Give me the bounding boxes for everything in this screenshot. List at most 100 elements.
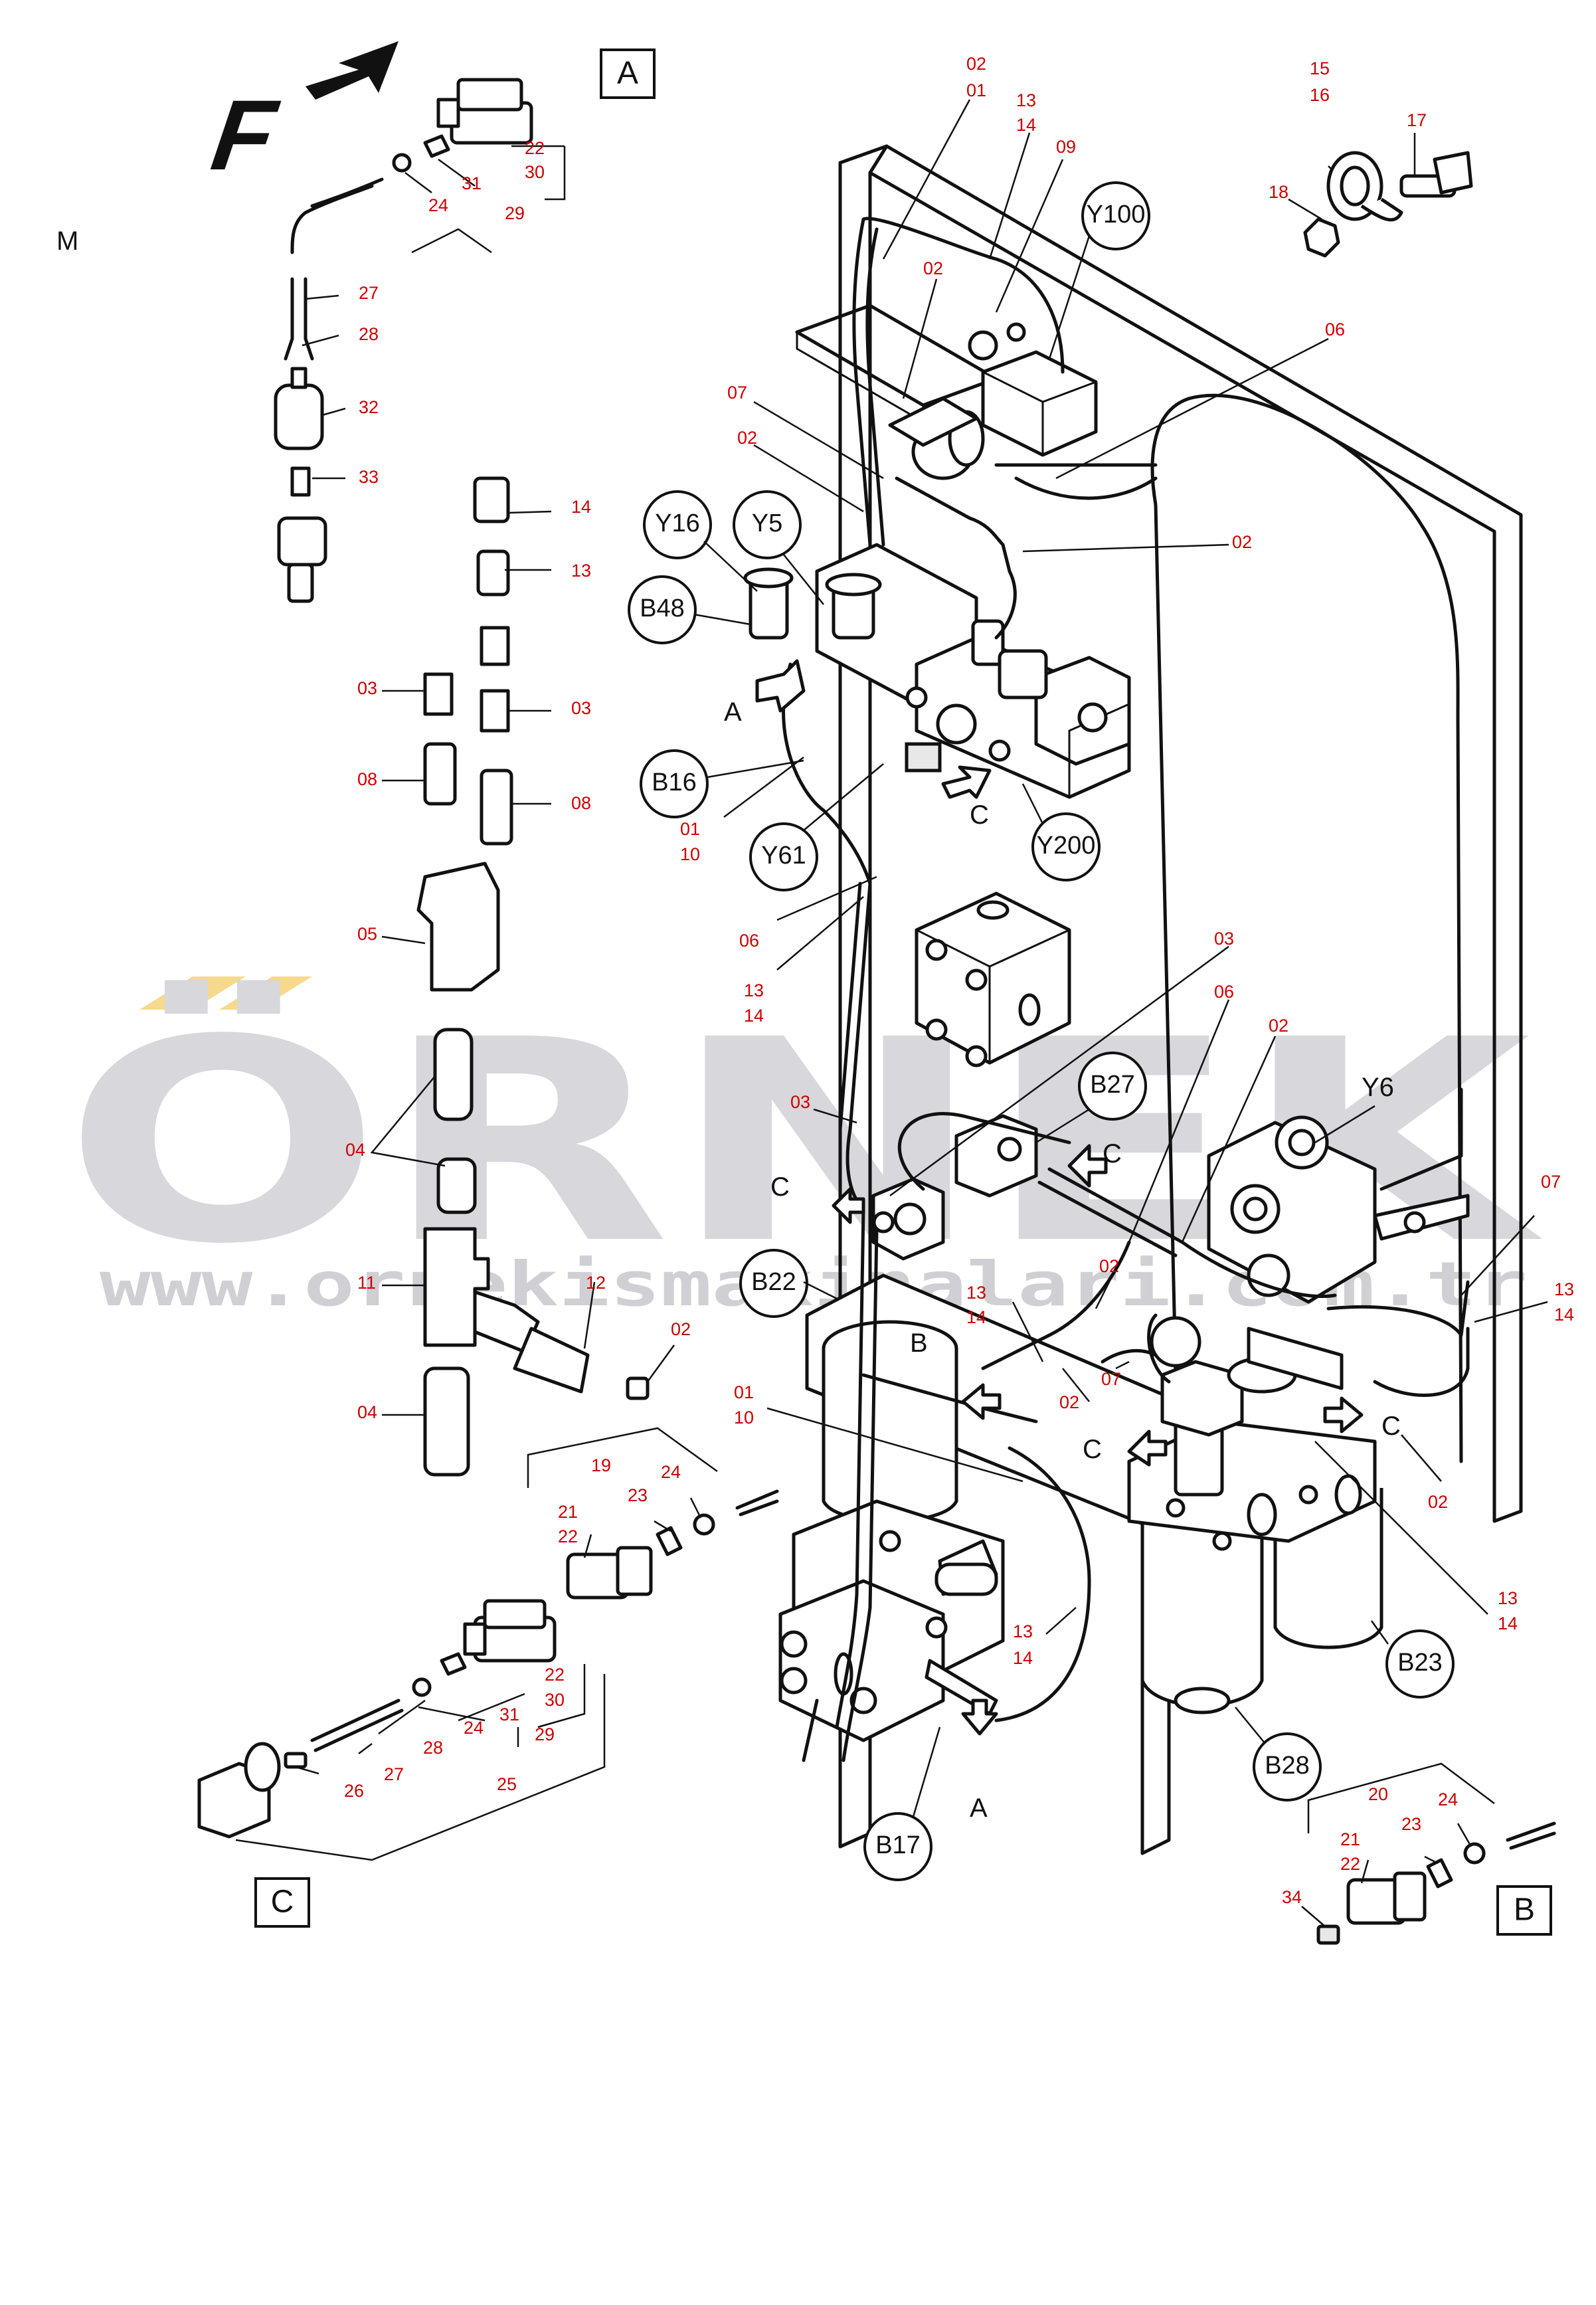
pn-29-top: 29 xyxy=(505,203,525,223)
svg-text:B17: B17 xyxy=(875,1831,921,1859)
pn-10-c: 10 xyxy=(734,1408,754,1428)
pn-22-top: 22 xyxy=(525,138,545,158)
pn-07-c: 07 xyxy=(1541,1172,1561,1192)
pn-13-stack: 13 xyxy=(571,561,591,581)
pn-06-top: 06 xyxy=(1325,320,1345,339)
pn-22-c: 22 xyxy=(545,1665,565,1685)
svg-text:B48: B48 xyxy=(640,595,685,622)
callout-b28: B28 xyxy=(1253,1732,1322,1801)
direction-label: F xyxy=(206,80,285,191)
pn-33: 33 xyxy=(359,467,379,487)
callout-b22: B22 xyxy=(739,1249,808,1318)
manifold-block xyxy=(915,891,1071,1067)
callout-b48: B48 xyxy=(628,575,697,644)
view-arrow-c3-label: C xyxy=(1103,1139,1122,1168)
clamp-detail xyxy=(1303,151,1473,258)
detail-a-connector xyxy=(274,78,566,603)
valve-block-y100 xyxy=(888,322,1098,480)
pn-01-top: 01 xyxy=(966,80,986,100)
valve-y6 xyxy=(1207,1087,1470,1304)
pn-23-b: 23 xyxy=(1401,1814,1421,1834)
pn-14-c: 14 xyxy=(966,1307,986,1327)
pn-13-d: 13 xyxy=(1554,1279,1574,1299)
svg-text:B22: B22 xyxy=(751,1268,796,1296)
pn-03-c: 03 xyxy=(1214,929,1234,949)
view-box-a: A xyxy=(600,48,656,99)
pn-06-c: 06 xyxy=(1214,982,1234,1002)
section-letter: M xyxy=(56,227,78,256)
pn-15: 15 xyxy=(1310,58,1330,78)
view-box-b: B xyxy=(1496,1885,1552,1936)
view-arrow-c5-label: C xyxy=(1381,1412,1401,1441)
pn-07-b: 07 xyxy=(1101,1369,1121,1389)
svg-text:B23: B23 xyxy=(1397,1649,1443,1677)
pn-13-e: 13 xyxy=(1498,1588,1518,1608)
view-arrow-c1-label: C xyxy=(970,800,989,830)
pn-14-top: 14 xyxy=(1016,115,1036,135)
pn-18: 18 xyxy=(1269,182,1288,202)
fitting-stack xyxy=(370,476,675,1477)
pn-24-top: 24 xyxy=(428,195,448,215)
detail-c-connector xyxy=(197,1599,606,1861)
view-box-c: C xyxy=(254,1877,310,1928)
pn-04-b: 04 xyxy=(357,1402,377,1422)
svg-text:B28: B28 xyxy=(1265,1752,1310,1780)
callout-b27: B27 xyxy=(1078,1052,1147,1121)
svg-text:A: A xyxy=(617,56,638,91)
pn-03-d: 03 xyxy=(790,1092,810,1112)
solenoid-valve-stack xyxy=(743,543,1131,799)
pn-03-b: 03 xyxy=(571,698,591,718)
callout-b16: B16 xyxy=(640,749,709,818)
pn-14-f: 14 xyxy=(1013,1648,1033,1668)
pn-01-b16: 01 xyxy=(680,819,700,839)
pn-03-a: 03 xyxy=(357,678,377,698)
pn-11: 11 xyxy=(357,1273,376,1293)
pn-13-c: 13 xyxy=(966,1283,986,1303)
callout-y61: Y61 xyxy=(749,822,818,891)
pn-27-left: 27 xyxy=(359,283,379,303)
pn-07-a: 07 xyxy=(727,383,747,403)
callout-leaders xyxy=(693,235,1389,1817)
pn-01-c: 01 xyxy=(734,1382,754,1402)
pn-32: 32 xyxy=(359,397,379,417)
pn-22-a: 22 xyxy=(558,1526,578,1546)
pn-16: 16 xyxy=(1310,85,1330,105)
pn-24-c: 24 xyxy=(464,1718,484,1738)
callout-b17: B17 xyxy=(863,1812,932,1881)
pn-02-d: 02 xyxy=(1059,1392,1079,1412)
pn-34: 34 xyxy=(1282,1887,1302,1907)
svg-text:Y200: Y200 xyxy=(1037,832,1096,860)
svg-text:B27: B27 xyxy=(1090,1071,1135,1099)
pn-02-e: 02 xyxy=(1428,1492,1448,1512)
pn-04-a: 04 xyxy=(345,1140,365,1160)
pn-14-stack: 14 xyxy=(571,497,591,517)
pn-23-a: 23 xyxy=(628,1485,648,1505)
pn-22-b: 22 xyxy=(1340,1854,1360,1874)
pn-30-c: 30 xyxy=(545,1690,565,1710)
pn-10-b16: 10 xyxy=(680,844,700,864)
pn-14-e: 14 xyxy=(1498,1614,1518,1633)
pn-24-b: 24 xyxy=(1438,1790,1458,1809)
callout-y5: Y5 xyxy=(733,490,802,559)
pn-20: 20 xyxy=(1368,1784,1388,1804)
pn-29-c: 29 xyxy=(535,1724,555,1744)
pn-13-f: 13 xyxy=(1013,1621,1033,1641)
pn-02-b: 02 xyxy=(737,428,757,448)
pn-02-fit: 02 xyxy=(671,1319,691,1339)
pn-13-top: 13 xyxy=(1016,90,1036,110)
pn-06-b: 06 xyxy=(739,931,759,951)
svg-text:Y100: Y100 xyxy=(1087,201,1146,229)
view-arrow-c2-label: C xyxy=(770,1172,790,1202)
pn-17: 17 xyxy=(1407,110,1427,130)
view-arrows xyxy=(755,659,1364,1736)
pn-25: 25 xyxy=(497,1774,517,1794)
pn-14-d: 14 xyxy=(1554,1305,1574,1325)
callout-y16: Y16 xyxy=(643,490,712,559)
detail-connector-19 xyxy=(527,1427,779,1600)
view-arrow-b1-label: B xyxy=(910,1329,928,1358)
filters xyxy=(1127,1316,1383,1714)
pn-30-top: 30 xyxy=(525,162,545,182)
hose-lines xyxy=(782,217,1470,1762)
pn-19: 19 xyxy=(591,1455,611,1475)
callout-y100: Y100 xyxy=(1081,181,1150,250)
